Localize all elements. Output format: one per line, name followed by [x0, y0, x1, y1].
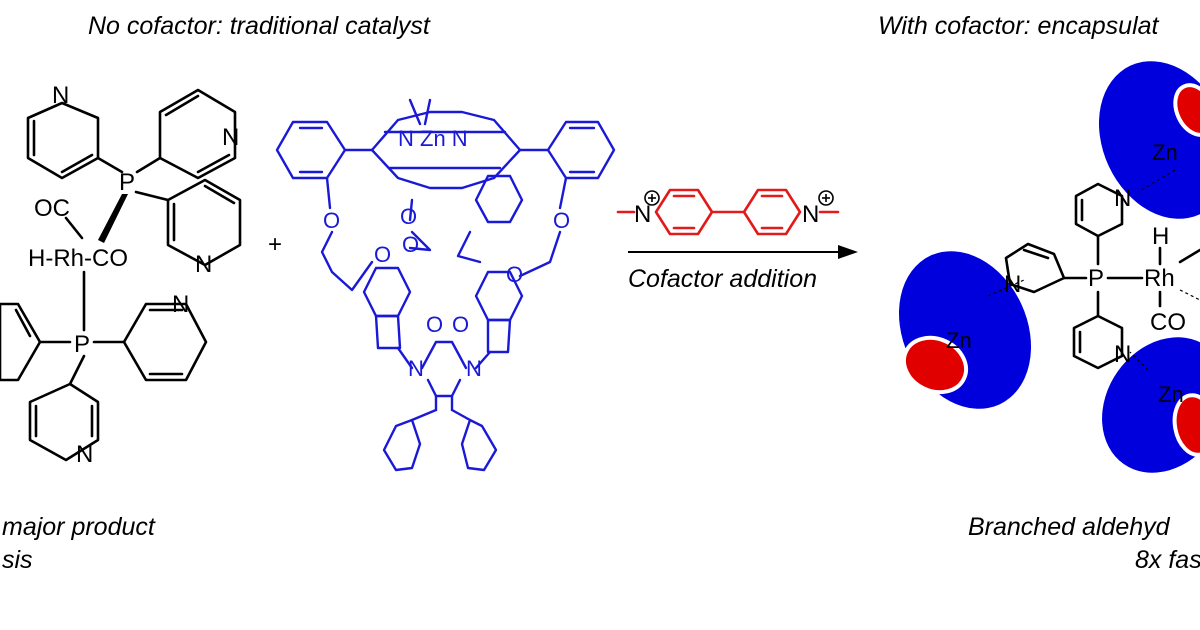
zn-bottom: Zn: [1158, 382, 1184, 407]
atom-n-5: N: [76, 441, 93, 468]
zn-left: Zn: [946, 328, 972, 353]
rt-atom-n-1: N: [1114, 185, 1131, 212]
h-rh-co: H-Rh-CO: [28, 245, 128, 272]
zn-top: Zn: [1152, 140, 1178, 165]
cofactor-n-left: N: [634, 201, 651, 228]
rt-atom-co: CO: [1150, 309, 1186, 336]
left-note-line1: major product: [2, 513, 156, 541]
atom-n-2: N: [222, 124, 239, 151]
atom-n-3: N: [195, 251, 212, 278]
rt-atom-p: P: [1088, 265, 1104, 292]
rt-atom-rh: Rh: [1144, 265, 1175, 292]
left-note-line2: sis: [2, 546, 33, 574]
porphyrin-n-zn-n: N Zn N: [398, 126, 468, 151]
right-note-line1: Branched aldehyd: [968, 513, 1171, 541]
viologen-cofactor: N N: [616, 188, 840, 236]
atom-o-g2: O: [452, 312, 469, 337]
arrowhead-icon: [838, 245, 858, 259]
plus-sign: +: [268, 231, 282, 258]
atom-o-2: O: [553, 208, 570, 233]
rt-atom-n-2: N: [1004, 271, 1021, 298]
right-note-line2: 8x faste: [1135, 546, 1200, 574]
right-title: With cofactor: encapsulat: [878, 12, 1160, 40]
zn-porphyrin-cage: N Zn N O O O O O O N N: [275, 98, 616, 472]
cofactor-n-right: N: [802, 201, 819, 228]
rt-atom-n-3: N: [1114, 341, 1131, 368]
rh-phosphine-catalyst: N P N N OC H-Rh-CO P N: [0, 82, 242, 468]
encapsulated-catalyst: Zn Zn Zn N P Rh H CO N: [898, 61, 1200, 473]
atom-n-4: N: [172, 291, 189, 318]
atom-n-g2: N: [466, 356, 482, 381]
atom-o-1: O: [323, 208, 340, 233]
atom-o-3: O: [374, 242, 391, 267]
atom-n-1: N: [52, 82, 69, 109]
arrow-label: Cofactor addition: [628, 265, 817, 293]
atom-o-4: O: [400, 204, 417, 229]
atom-o-g1: O: [426, 312, 443, 337]
atom-p-bottom: P: [74, 331, 90, 358]
atom-oc: OC: [34, 195, 70, 222]
cage-blob-top: [1098, 61, 1200, 219]
left-title: No cofactor: traditional catalyst: [88, 12, 431, 40]
atom-n-g1: N: [408, 356, 424, 381]
rt-atom-h: H: [1152, 223, 1169, 250]
atom-p-top: P: [119, 169, 135, 196]
atom-o-5: O: [402, 232, 419, 257]
atom-o-6: O: [506, 262, 523, 287]
reaction-arrow: Cofactor addition: [628, 245, 858, 293]
